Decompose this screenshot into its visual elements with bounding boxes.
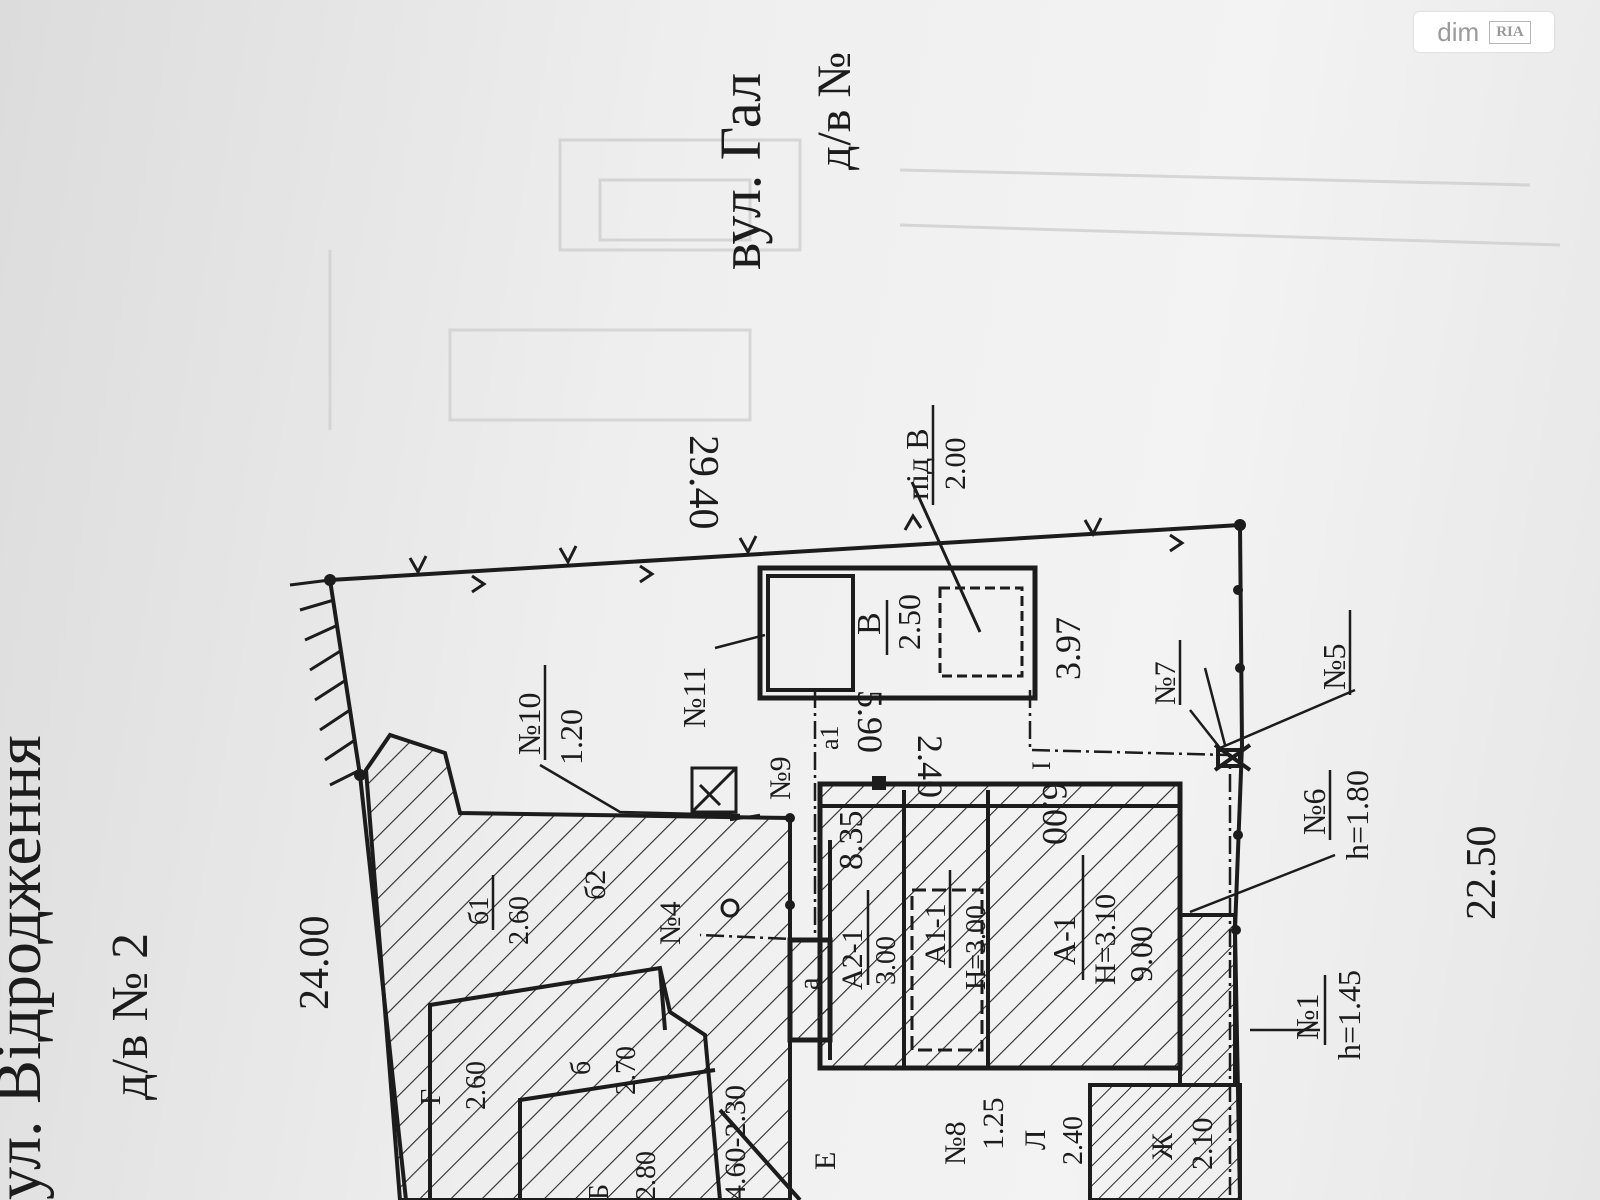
dim-right-edge: 22.50 xyxy=(1459,826,1505,921)
structure-pid-v-name: під В xyxy=(899,428,935,500)
watermark-badge: RIA xyxy=(1489,20,1531,44)
a-building-dividers xyxy=(820,790,1180,1068)
left-house-label: д/в № 2 xyxy=(102,933,159,1100)
building-v xyxy=(757,565,1038,701)
building-a1 xyxy=(817,781,1183,1071)
structure-a11-name: А1-1 xyxy=(919,903,952,965)
building-v-part xyxy=(766,574,855,692)
structure-b-value: 2.80 xyxy=(631,1151,662,1200)
marker-11-id: №11 xyxy=(676,667,712,728)
marker-6-sub: h=1.80 xyxy=(1339,770,1375,860)
dim-v-depth: 3.97 xyxy=(1048,617,1088,680)
structure-l-value: 2.40 xyxy=(1058,1116,1089,1165)
gate-7 xyxy=(1213,743,1252,772)
structure-b1-name: б1 xyxy=(464,897,495,925)
structure-a1-name: А-1 xyxy=(1046,915,1082,965)
label-a: а xyxy=(794,977,825,990)
marker-10-sub: 1.20 xyxy=(553,709,589,765)
marker-4-symbol xyxy=(720,898,740,918)
dim-ria-watermark: dim RIA xyxy=(1414,12,1554,52)
entrance-symbol xyxy=(872,776,886,790)
utility-line-2 xyxy=(699,690,817,942)
structure-g-name: Г xyxy=(416,1089,447,1105)
marker-7-id: №7 xyxy=(1149,661,1182,705)
label-a1: а1 xyxy=(815,725,844,750)
structure-zh-value: 2.10 xyxy=(1186,1118,1219,1171)
outbuildings xyxy=(428,965,802,1200)
marker-1-id: №1 xyxy=(1289,993,1325,1040)
site-boundary xyxy=(328,522,1245,1200)
structure-b-small-name: б xyxy=(566,1061,597,1075)
fraction-bars xyxy=(491,405,1352,1045)
marker-8-sub: 1.25 xyxy=(977,1098,1010,1151)
boundary-vertices xyxy=(324,519,1246,935)
watermark-brand: dim xyxy=(1437,16,1480,47)
building-zh xyxy=(1088,1083,1242,1200)
dim-a1-width: 6.00 xyxy=(1035,782,1075,845)
structure-b-small-value: 2.70 xyxy=(611,1046,642,1095)
utility-line xyxy=(1028,690,1232,1200)
marker-6-id: №6 xyxy=(1296,788,1332,835)
dim-gap-width: 2.40 xyxy=(910,735,950,798)
marker-9-symbol xyxy=(690,766,738,814)
structure-v-name: В xyxy=(851,612,888,635)
structure-zh-name: Ж xyxy=(1146,1133,1179,1160)
structure-a11-height: H=3.00 xyxy=(961,905,992,990)
building-zh-inner xyxy=(1178,913,1237,1087)
dim-top-edge: 29.40 xyxy=(680,435,726,530)
marker-4-id: №4 xyxy=(654,901,687,945)
structure-a21-value: 3.00 xyxy=(871,936,902,985)
dim-side-span: 4.60-2.30 xyxy=(719,1085,752,1200)
marker-8-id: №8 xyxy=(939,1121,972,1165)
basement-leader xyxy=(910,481,982,633)
structure-b-name: Б xyxy=(584,1184,615,1200)
ghost-print xyxy=(328,138,1561,430)
label-i: I xyxy=(1027,761,1056,770)
dim-v-width: 5.90 xyxy=(850,690,890,753)
labels: ул. Відродження д/в № 2 вул. Гал д/в № 2… xyxy=(0,52,1505,1200)
marker-1-sub: h=1.45 xyxy=(1331,970,1367,1060)
structure-v-value: 2.50 xyxy=(891,594,927,650)
fence-hatch xyxy=(289,578,361,787)
structure-b1-value: 2.60 xyxy=(504,896,535,945)
structure-a21-name: А2-1 xyxy=(836,928,869,990)
label-e: Е xyxy=(809,1152,842,1170)
structure-b2-name: б2 xyxy=(579,870,612,900)
basement-v xyxy=(938,586,1024,678)
dim-left-edge: 24.00 xyxy=(292,916,338,1011)
marker-9-id: №9 xyxy=(764,756,797,800)
right-street-label: вул. Гал xyxy=(708,73,773,270)
hatched-zone xyxy=(363,732,792,1200)
structure-pid-v-value: 2.00 xyxy=(939,438,972,491)
left-street-label: ул. Відродження xyxy=(0,735,55,1200)
structure-g-value: 2.60 xyxy=(461,1061,492,1110)
marker-5-id: №5 xyxy=(1316,643,1352,690)
structure-a1-height: H=3.10 xyxy=(1089,894,1122,985)
fence-chevrons xyxy=(408,513,1185,594)
marker-10-id: №10 xyxy=(511,692,547,755)
structure-l-name: Л xyxy=(1019,1130,1052,1150)
dim-a2-width: 8.35 xyxy=(833,811,870,871)
leader-lines xyxy=(539,633,1356,1032)
right-house-label: д/в № xyxy=(808,52,861,170)
dashed-a1-zone xyxy=(910,888,984,1052)
structure-a1-value: 9.00 xyxy=(1123,926,1159,982)
